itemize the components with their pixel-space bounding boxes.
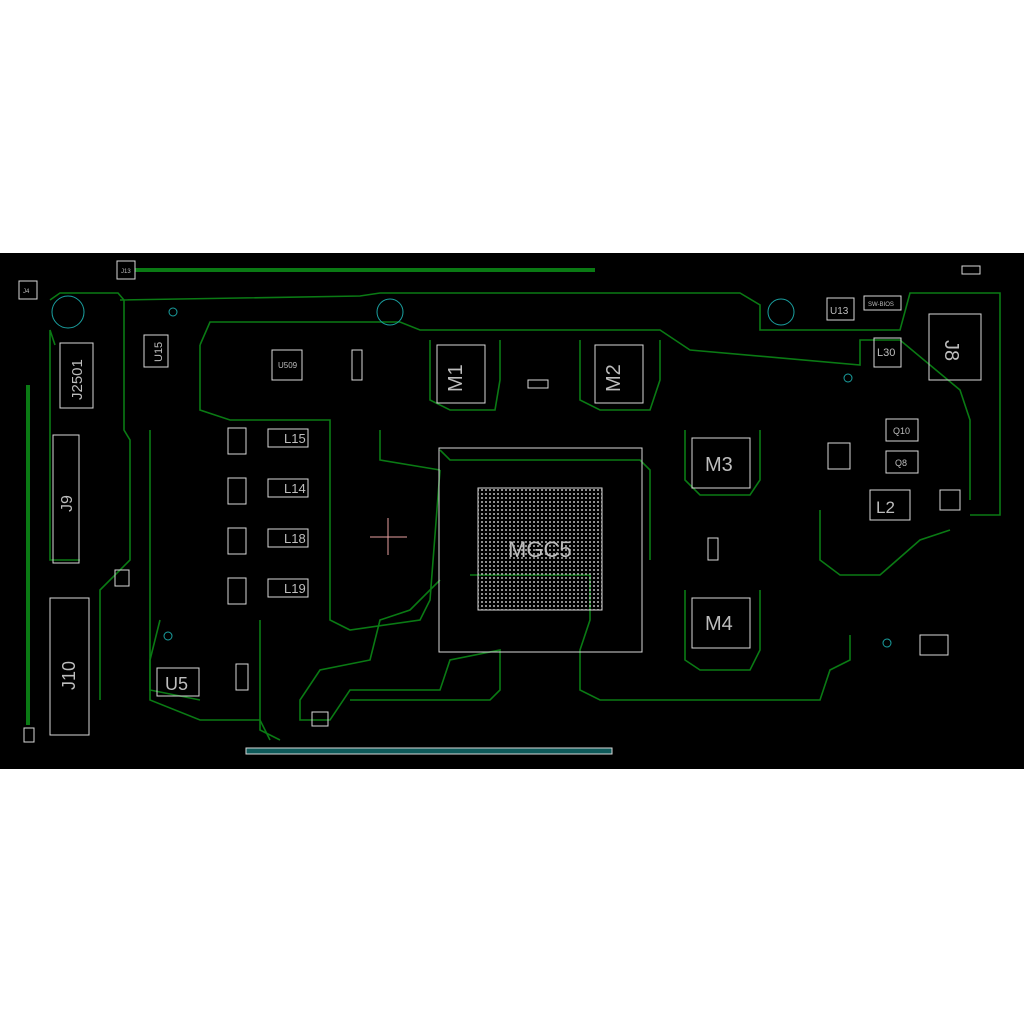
svg-text:L15: L15 [284, 431, 306, 446]
svg-text:J8: J8 [940, 340, 962, 361]
svg-text:U13: U13 [830, 306, 849, 317]
svg-text:U15: U15 [153, 342, 165, 362]
mounting-holes [51, 295, 892, 648]
svg-text:M2: M2 [603, 364, 625, 392]
svg-text:J9: J9 [59, 495, 76, 512]
svg-text:M3: M3 [705, 454, 733, 476]
svg-text:J10: J10 [59, 661, 79, 690]
svg-text:U509: U509 [278, 361, 298, 370]
svg-text:L19: L19 [284, 581, 306, 596]
svg-text:J2501: J2501 [69, 359, 86, 400]
svg-text:MGC5: MGC5 [508, 537, 572, 562]
svg-text:M1: M1 [445, 364, 467, 392]
svg-text:Q8: Q8 [895, 458, 907, 468]
svg-text:U5: U5 [165, 674, 188, 694]
pcb-board[interactable]: J13 J4 J2501 U15 U509 L15 L14 L18 L19 J9… [0, 253, 1024, 769]
svg-text:J13: J13 [121, 269, 131, 275]
svg-text:SW-BIOS: SW-BIOS [868, 302, 894, 308]
svg-text:L18: L18 [284, 531, 306, 546]
component-outlines [18, 260, 982, 755]
traces [26, 268, 1001, 741]
crosshair-cursor [370, 518, 407, 555]
svg-text:J4: J4 [23, 289, 30, 295]
pcb-layout[interactable]: J13 J4 J2501 U15 U509 L15 L14 L18 L19 J9… [0, 253, 1024, 769]
svg-text:L14: L14 [284, 481, 306, 496]
component-labels: J13 J4 J2501 U15 U509 L15 L14 L18 L19 J9… [23, 269, 962, 694]
svg-text:L2: L2 [876, 498, 895, 517]
svg-text:L30: L30 [877, 347, 895, 359]
svg-text:M4: M4 [705, 613, 733, 635]
svg-text:Q10: Q10 [893, 426, 910, 436]
